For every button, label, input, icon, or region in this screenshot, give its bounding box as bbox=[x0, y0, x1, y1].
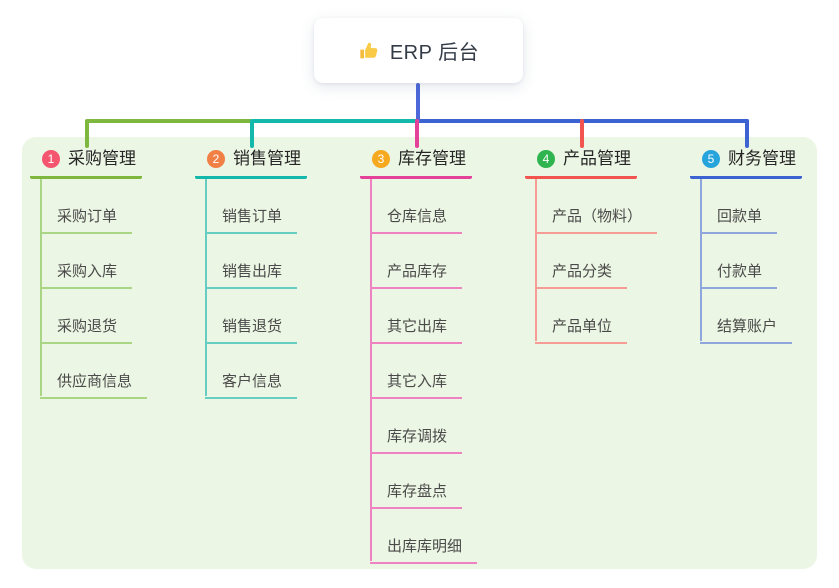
child-node[interactable]: 其它出库 bbox=[370, 317, 463, 344]
branch-label-4[interactable]: 4 产品管理 bbox=[525, 146, 637, 179]
branch-children: 产品（物料） 产品分类产品单位 bbox=[535, 179, 690, 344]
branch-4: 4 产品管理产品（物料） 产品分类产品单位 bbox=[525, 146, 690, 344]
branch-number-badge: 4 bbox=[537, 150, 555, 168]
child-node[interactable]: 采购订单 bbox=[40, 207, 133, 234]
child-row: 产品单位 bbox=[535, 289, 690, 344]
branch-label-3[interactable]: 3 库存管理 bbox=[360, 146, 472, 179]
branch-number-badge: 3 bbox=[372, 150, 390, 168]
branch-number-badge: 1 bbox=[42, 150, 60, 168]
child-node[interactable]: 出库库明细 bbox=[370, 537, 478, 564]
child-row: 仓库信息 bbox=[370, 179, 525, 234]
branch-number-badge: 5 bbox=[702, 150, 720, 168]
branch-label-2[interactable]: 2 销售管理 bbox=[195, 146, 307, 179]
branch-title: 库存管理 bbox=[398, 149, 466, 168]
branch-title: 财务管理 bbox=[728, 149, 796, 168]
branch-title: 销售管理 bbox=[233, 149, 301, 168]
child-row: 出库库明细 bbox=[370, 509, 525, 564]
thumbs-up-icon bbox=[358, 40, 380, 62]
child-row: 库存盘点 bbox=[370, 454, 525, 509]
child-node[interactable]: 产品库存 bbox=[370, 262, 463, 289]
child-row: 回款单 bbox=[700, 179, 839, 234]
child-node[interactable]: 库存调拨 bbox=[370, 427, 463, 454]
branch-5: 5 财务管理回款单付款单结算账户 bbox=[690, 146, 839, 344]
root-node[interactable]: ERP 后台 bbox=[314, 18, 523, 83]
connector-drop-2 bbox=[250, 119, 254, 148]
child-node[interactable]: 产品（物料） bbox=[535, 207, 658, 234]
child-connector-line bbox=[205, 179, 207, 396]
child-row: 结算账户 bbox=[700, 289, 839, 344]
branch-label-5[interactable]: 5 财务管理 bbox=[690, 146, 802, 179]
branch-2: 2 销售管理销售订单销售出库销售退货客户信息 bbox=[195, 146, 360, 399]
child-node[interactable]: 客户信息 bbox=[205, 372, 298, 399]
child-row: 产品库存 bbox=[370, 234, 525, 289]
child-node[interactable]: 产品分类 bbox=[535, 262, 628, 289]
child-row: 采购入库 bbox=[40, 234, 195, 289]
child-node[interactable]: 回款单 bbox=[700, 207, 778, 234]
connector-drop-3 bbox=[415, 119, 419, 148]
branch-title: 产品管理 bbox=[563, 149, 631, 168]
branch-3: 3 库存管理仓库信息产品库存其它出库其它入库库存调拨库存盘点出库库明细 bbox=[360, 146, 525, 564]
child-row: 库存调拨 bbox=[370, 399, 525, 454]
branch-title: 采购管理 bbox=[68, 149, 136, 168]
child-row: 销售退货 bbox=[205, 289, 360, 344]
child-row: 付款单 bbox=[700, 234, 839, 289]
child-node[interactable]: 销售退货 bbox=[205, 317, 298, 344]
child-row: 供应商信息 bbox=[40, 344, 195, 399]
child-node[interactable]: 供应商信息 bbox=[40, 372, 148, 399]
connector-horizontal bbox=[252, 119, 417, 123]
child-row: 产品分类 bbox=[535, 234, 690, 289]
branch-label-1[interactable]: 1 采购管理 bbox=[30, 146, 142, 179]
child-row: 销售出库 bbox=[205, 234, 360, 289]
child-node[interactable]: 产品单位 bbox=[535, 317, 628, 344]
child-row: 产品（物料） bbox=[535, 179, 690, 234]
branch-children: 销售订单销售出库销售退货客户信息 bbox=[205, 179, 360, 399]
child-node[interactable]: 销售出库 bbox=[205, 262, 298, 289]
child-row: 采购退货 bbox=[40, 289, 195, 344]
child-connector-line bbox=[370, 179, 372, 561]
child-connector-line bbox=[535, 179, 537, 341]
child-node[interactable]: 销售订单 bbox=[205, 207, 298, 234]
child-row: 销售订单 bbox=[205, 179, 360, 234]
connector-drop-4 bbox=[580, 119, 584, 148]
branch-number-badge: 2 bbox=[207, 150, 225, 168]
root-title: ERP 后台 bbox=[389, 42, 480, 64]
connector-root-vertical bbox=[416, 83, 420, 123]
child-row: 客户信息 bbox=[205, 344, 360, 399]
child-node[interactable]: 采购入库 bbox=[40, 262, 133, 289]
connector-drop-5 bbox=[745, 119, 749, 148]
branch-1: 1 采购管理采购订单采购入库采购退货供应商信息 bbox=[30, 146, 195, 399]
child-node[interactable]: 库存盘点 bbox=[370, 482, 463, 509]
branch-children: 采购订单采购入库采购退货供应商信息 bbox=[40, 179, 195, 399]
connector-horizontal bbox=[87, 119, 252, 123]
branch-children: 回款单付款单结算账户 bbox=[700, 179, 839, 344]
child-node[interactable]: 采购退货 bbox=[40, 317, 133, 344]
child-node[interactable]: 仓库信息 bbox=[370, 207, 463, 234]
child-connector-line bbox=[700, 179, 702, 341]
branch-children: 仓库信息产品库存其它出库其它入库库存调拨库存盘点出库库明细 bbox=[370, 179, 525, 564]
child-row: 采购订单 bbox=[40, 179, 195, 234]
child-row: 其它出库 bbox=[370, 289, 525, 344]
child-connector-line bbox=[40, 179, 42, 396]
child-node[interactable]: 付款单 bbox=[700, 262, 778, 289]
child-node[interactable]: 其它入库 bbox=[370, 372, 463, 399]
connector-drop-1 bbox=[85, 119, 89, 148]
branches-panel bbox=[22, 137, 817, 569]
child-node[interactable]: 结算账户 bbox=[700, 317, 793, 344]
child-row: 其它入库 bbox=[370, 344, 525, 399]
